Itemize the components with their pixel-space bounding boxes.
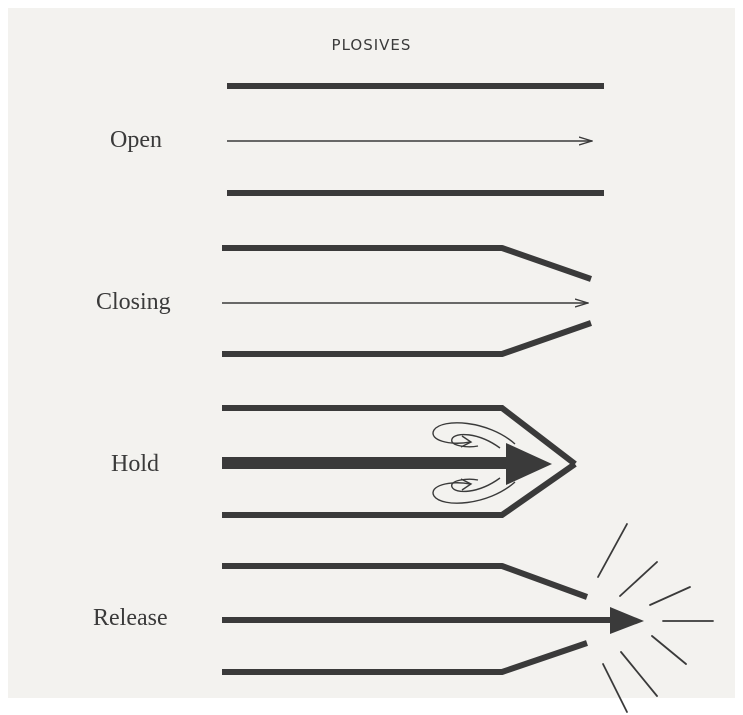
closing-upper-wall (222, 248, 591, 279)
burst-line-5 (652, 636, 686, 664)
swirl-upper-outer (433, 423, 515, 444)
hold-airflow-arrowhead (506, 443, 552, 485)
release-upper-wall (222, 566, 587, 597)
closing-lower-wall (222, 323, 591, 354)
swirl-lower-inner (452, 478, 500, 491)
burst-line-7 (603, 664, 627, 712)
swirl-lower-head (461, 479, 471, 490)
burst-line-6 (621, 652, 657, 696)
stage-closing (222, 248, 591, 354)
burst-line-3 (650, 587, 690, 605)
stage-open (227, 86, 604, 193)
swirl-lower-outer (433, 482, 515, 503)
stage-hold (222, 408, 575, 515)
release-lower-wall (222, 643, 587, 672)
release-airflow-arrowhead (610, 607, 644, 634)
burst-line-1 (598, 524, 627, 577)
swirl-upper-inner (452, 435, 500, 448)
stage-release (222, 524, 713, 712)
burst-line-2 (620, 562, 657, 596)
swirl-upper-head (461, 436, 471, 447)
